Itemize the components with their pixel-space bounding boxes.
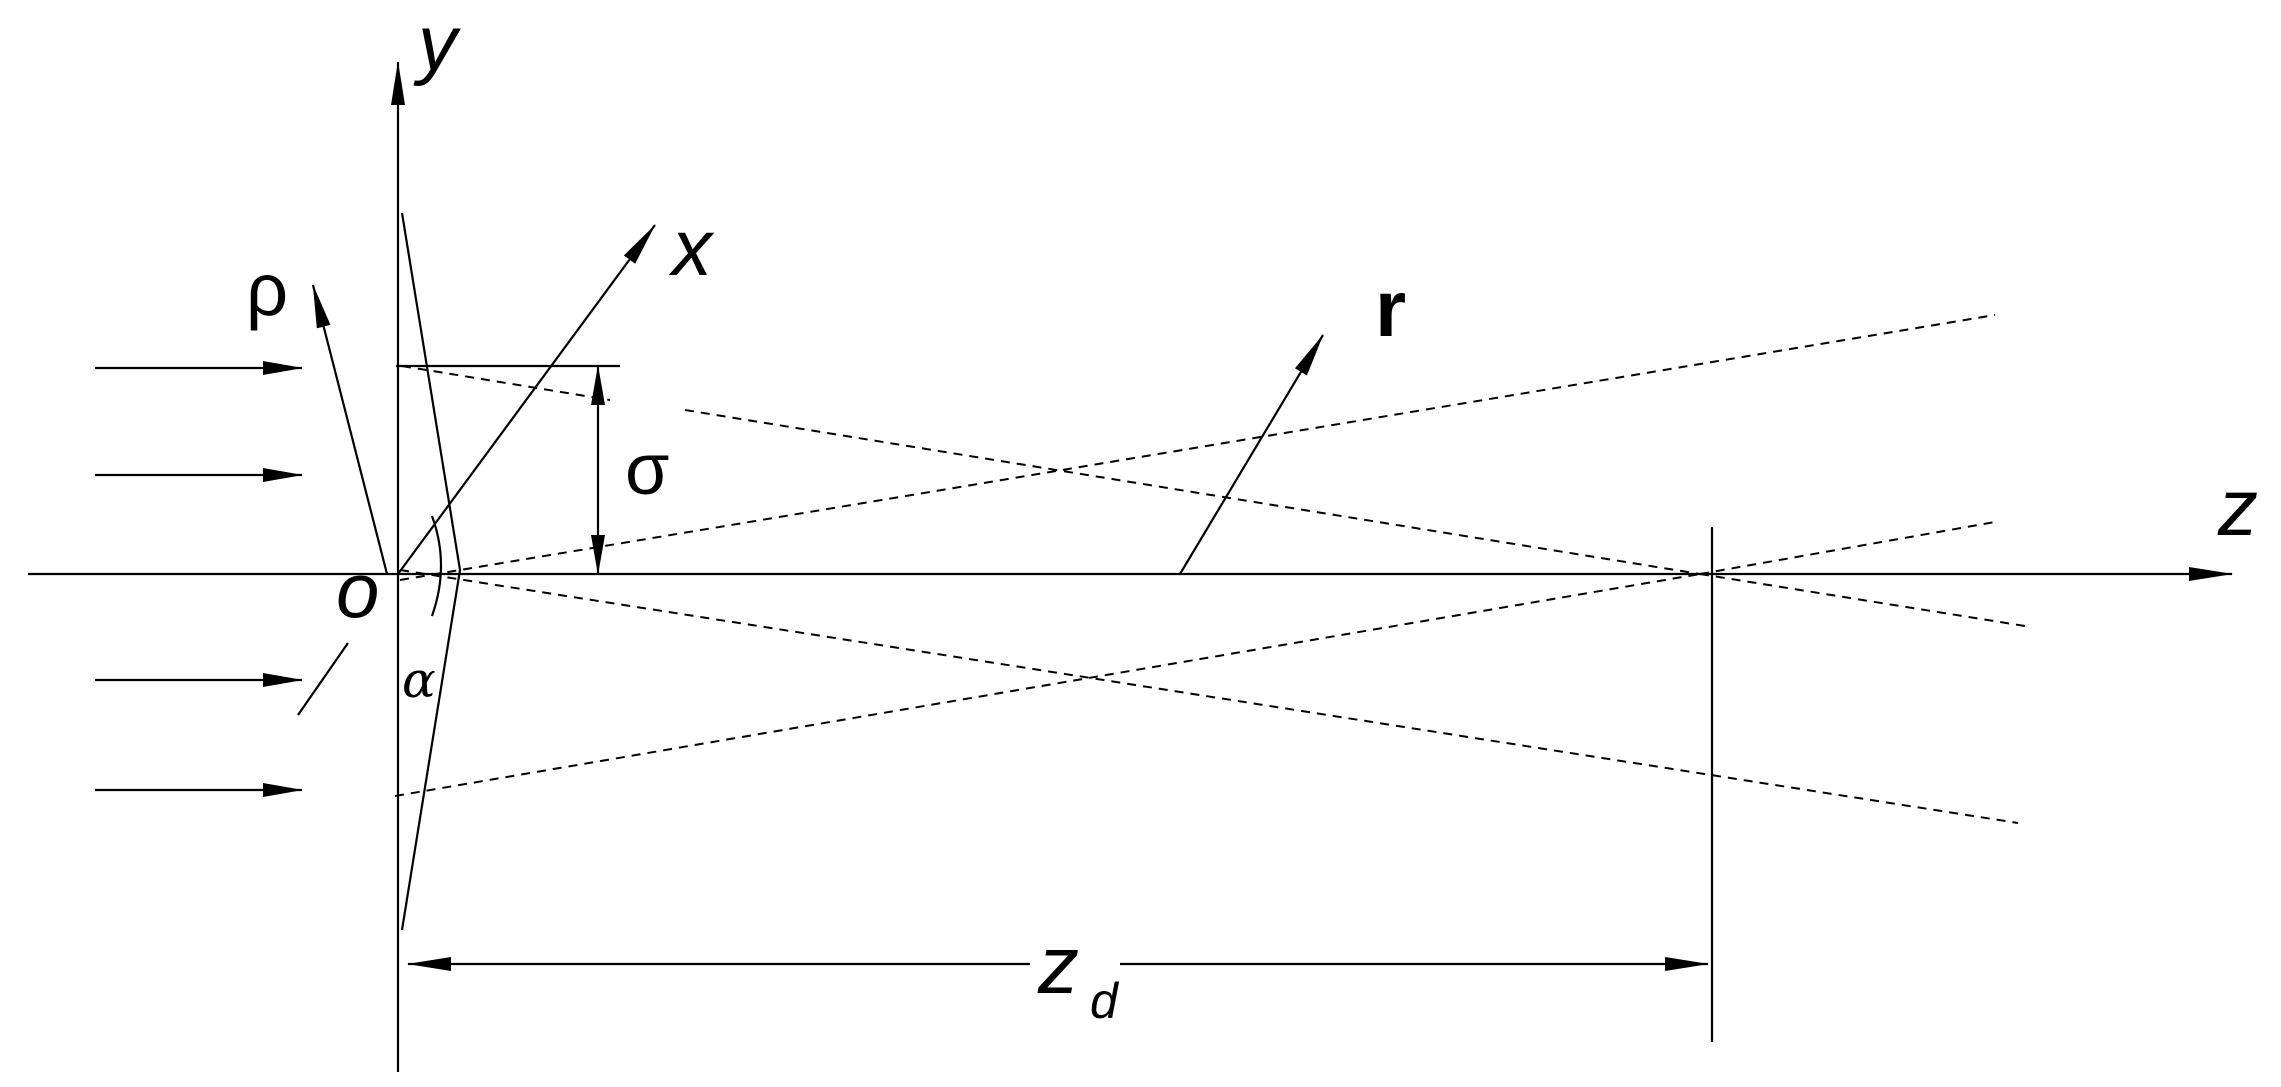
ray-to-lower-right (399, 569, 2019, 824)
rho-vector (311, 284, 389, 575)
ray-upper-short (401, 365, 611, 401)
rho-label: ρ (246, 248, 288, 331)
ray-to-upper-right (399, 314, 1996, 581)
ray-from-lower (394, 573, 1701, 797)
ray-from-lower-continued (1699, 521, 1996, 575)
incident-wave-arrows (95, 361, 303, 797)
alpha-label: α (402, 651, 436, 709)
r-label: r (1375, 264, 1406, 353)
origin-label: o (336, 546, 379, 634)
ray-from-upper (684, 409, 1701, 575)
zd-label-background (1030, 930, 1120, 1000)
zd-label: z (1037, 920, 1079, 1011)
sigma-label: σ (625, 430, 669, 510)
dashed-rays (394, 314, 2026, 824)
zd-subscript: d (1090, 973, 1120, 1029)
alpha-tick (297, 642, 349, 716)
z-axis-label: z (2217, 463, 2258, 552)
ray-from-upper-continued (1699, 573, 2026, 627)
y-axis-label: y (413, 0, 461, 87)
x-axis (397, 224, 656, 575)
r-vector (1179, 334, 1324, 575)
x-axis-label: x (668, 203, 715, 292)
axicon-lens (400, 212, 462, 931)
